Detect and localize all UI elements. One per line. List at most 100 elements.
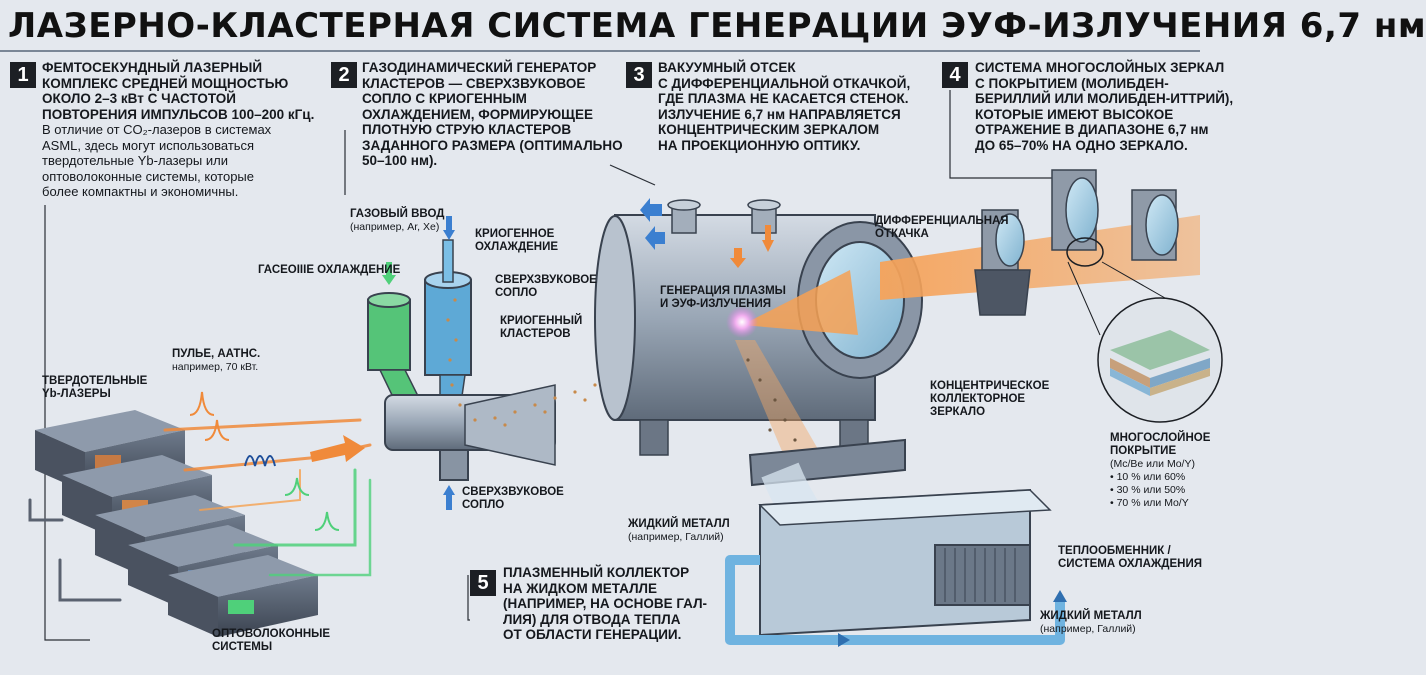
label-line: МНОГОСЛОЙНОЕ: [1110, 432, 1211, 444]
label-solid-lasers: ТВЕРДОТЕЛЬНЫЕ Yb-ЛАЗЕРЫ: [42, 375, 147, 401]
step-2-line: ЗАДАННОГО РАЗМЕРА (ОПТИМАЛЬНО: [362, 137, 623, 153]
step-1-line: ФЕМТОСЕКУНДНЫЙ ЛАЗЕРНЫЙ: [42, 60, 263, 75]
label-line: ЗЕРКАЛО: [930, 406, 986, 418]
step-2-line: 50–100 нм).: [362, 153, 438, 168]
label-line: ОТКАЧКА: [875, 228, 929, 240]
step-1-note: более компактны и экономичны.: [42, 184, 239, 199]
label-gas-cooling: ГАСЕОIIIE ОХЛАЖДЕНИЕ: [258, 264, 400, 277]
step-3-badge: 3: [626, 62, 652, 88]
label-line: СИСТЕМА ОХЛАЖДЕНИЯ: [1058, 558, 1203, 570]
label-line: ГЕНЕРАЦИЯ ПЛАЗМЫ: [660, 285, 786, 297]
label-gas-input: ГАЗОВЫЙ ВВОД (например, Ar, Xe): [350, 208, 444, 234]
step-4-badge: 4: [942, 62, 968, 88]
step-3-line: ИЗЛУЧЕНИЕ 6,7 нм НАПРАВЛЯЕТСЯ: [658, 106, 901, 122]
label-line: (например, Галлий): [1040, 623, 1136, 635]
step-3-line: ГДЕ ПЛАЗМА НЕ КАСАЕТСЯ СТЕНОК.: [658, 91, 909, 106]
label-pulse: ПУЛЬЕ, ААТНС. например, 70 кВт.: [172, 348, 260, 374]
label-line: ПУЛЬЕ, ААТНС.: [172, 348, 261, 360]
step-1-note: ASML, здесь могут использоваться: [42, 137, 255, 153]
label-line: КРИОГЕННЫЙ: [500, 315, 583, 327]
label-line: Yb-ЛАЗЕРЫ: [42, 388, 111, 400]
label-line: КЛАСТЕРОВ: [500, 328, 571, 340]
step-4-line: БЕРИЛЛИЙ ИЛИ МОЛИБДЕН-ИТТРИЙ),: [975, 91, 1234, 106]
step-5-line: ЛИЯ) ДЛЯ ОТВОДА ТЕПЛА: [503, 611, 681, 627]
label-fiber-systems: ОПТОВОЛОКОННЫЕ СИСТЕМЫ: [212, 628, 330, 654]
step-2-line: КЛАСТЕРОВ — СВЕРХЗВУКОВОЕ: [362, 75, 586, 91]
label-line: СОПЛО: [495, 287, 538, 299]
step-4-line: ОТРАЖЕНИЕ В ДИАПАЗОНЕ 6,7 нм: [975, 122, 1209, 137]
label-line: ЖИДКИЙ МЕТАЛЛ: [628, 518, 730, 530]
step-1-line: ПОВТОРЕНИЯ ИМПУЛЬСОВ 100–200 кГц.: [42, 106, 315, 122]
label-line: ОХЛАЖДЕНИЕ: [475, 241, 559, 253]
label-line: СВЕРХЗВУКОВОЕ: [495, 274, 597, 286]
label-supersonic-nozzle-bottom: СВЕРХЗВУКОВОЕ СОПЛО: [462, 486, 564, 512]
step-4-line: С ПОКРЫТИЕМ (МОЛИБДЕН-: [975, 75, 1169, 91]
laser-units: [35, 410, 318, 637]
step-5-line: ОТ ОБЛАСТИ ГЕНЕРАЦИИ.: [503, 627, 682, 642]
step-5-text: ПЛАЗМЕННЫЙ КОЛЛЕКТОР НА ЖИДКОМ МЕТАЛЛЕ (…: [503, 565, 728, 660]
label-line: ПОКРЫТИЕ: [1110, 445, 1177, 457]
step-2-line: СОПЛО С КРИОГЕННЫМ: [362, 91, 527, 106]
leader-lines: [44, 90, 1060, 641]
step-5-badge: 5: [470, 570, 496, 596]
step-4-line: ДО 65–70% НА ОДНО ЗЕРКАЛО.: [975, 137, 1188, 153]
label-line: (например, Ar, Xe): [350, 221, 440, 233]
label-line: (например, Галлий): [628, 531, 724, 543]
label-line: ГАЗОВЫЙ ВВОД: [350, 208, 445, 220]
label-line: например, 70 кВт.: [172, 361, 259, 373]
label-plasma-generation: ГЕНЕРАЦИЯ ПЛАЗМЫ И ЭУФ-ИЗЛУЧЕНИЯ: [660, 285, 786, 311]
label-collector-mirror: КОНЦЕНТРИЧЕСКОЕ КОЛЛЕКТОРНОЕ ЗЕРКАЛО: [930, 380, 1049, 419]
label-differential-pumping: ДИФФЕРЕНЦИАЛЬНАЯ ОТКАЧКА: [875, 215, 1009, 241]
step-5-line: (НАПРИМЕР, НА ОСНОВЕ ГАЛ-: [503, 596, 708, 611]
diagram-scene: [28, 90, 1223, 647]
step-2-line: ОХЛАЖДЕНИЕМ, ФОРМИРУЮЩЕЕ: [362, 106, 593, 122]
step-5-line: ПЛАЗМЕННЫЙ КОЛЛЕКТОР: [503, 565, 690, 580]
label-line: КОЛЛЕКТОРНОЕ: [930, 393, 1026, 405]
step-2-line: ПЛОТНУЮ СТРУЮ КЛАСТЕРОВ: [362, 122, 572, 137]
step-1-line: ОКОЛО 2–3 кВт С ЧАСТОТОЙ: [42, 91, 236, 106]
step-1-note: оптоволоконные системы, которые: [42, 168, 255, 184]
label-line: • 70 % или Mo/Y: [1110, 497, 1189, 509]
step-3-line: ВАКУУМНЫЙ ОТСЕК: [658, 60, 796, 75]
step-1-text: ФЕМТОСЕКУНДНЫЙ ЛАЗЕРНЫЙ КОМПЛЕКС СРЕДНЕЙ…: [42, 60, 317, 220]
step-1-badge: 1: [10, 62, 36, 88]
label-line: ЖИДКИЙ МЕТАЛЛ: [1040, 610, 1142, 622]
label-line: • 10 % или 60%: [1110, 471, 1186, 483]
step-1-note: твердотельные Yb-лазеры или: [42, 153, 228, 168]
step-2-line: ГАЗОДИНАМИЧЕСКИЙ ГЕНЕРАТОР: [362, 60, 597, 75]
page-title: ЛАЗЕРНО-КЛАСТЕРНАЯ СИСТЕМА ГЕНЕРАЦИИ ЭУФ…: [8, 6, 1426, 46]
label-line: СИСТЕМЫ: [212, 641, 273, 653]
label-line: СОПЛО: [462, 499, 505, 511]
label-heat-exchanger: ТЕПЛООБМЕННИК / СИСТЕМА ОХЛАЖДЕНИЯ: [1058, 545, 1202, 571]
cluster-generator: [367, 216, 737, 510]
step-2-badge: 2: [331, 62, 357, 88]
step-4-text: СИСТЕМА МНОГОСЛОЙНЫХ ЗЕРКАЛ С ПОКРЫТИЕМ …: [975, 60, 1234, 165]
label-line: ГАСЕОIIIE ОХЛАЖДЕНИЕ: [258, 264, 401, 276]
pulse-shapes: [189, 391, 340, 531]
label-line: СВЕРХЗВУКОВОЕ: [462, 486, 564, 498]
title-divider: [0, 50, 1200, 52]
vacuum-chamber: [594, 198, 923, 470]
output-optics: [880, 169, 1223, 423]
step-1-note: В отличие от CO₂-лазеров в системах: [42, 122, 272, 137]
label-liquid-metal-left: ЖИДКИЙ МЕТАЛЛ (например, Галлий): [628, 518, 730, 544]
label-line: (Mc/Be или Mo/Y): [1110, 458, 1195, 470]
label-line: КОНЦЕНТРИЧЕСКОЕ: [930, 380, 1050, 392]
input-arrow: [310, 435, 365, 462]
step-1-line: КОМПЛЕКС СРЕДНЕЙ МОЩНОСТЬЮ: [42, 75, 289, 91]
label-cryo-clusters: КРИОГЕННЫЙ КЛАСТЕРОВ: [500, 315, 582, 341]
step-4-line: СИСТЕМА МНОГОСЛОЙНЫХ ЗЕРКАЛ: [975, 60, 1225, 75]
label-cryo-cooling: КРИОГЕННОЕ ОХЛАЖДЕНИЕ: [475, 228, 558, 254]
label-multilayer: МНОГОСЛОЙНОЕ ПОКРЫТИЕ (Mc/Be или Mo/Y) •…: [1110, 432, 1210, 510]
step-4-line: КОТОРЫЕ ИМЕЮТ ВЫСОКОЕ: [975, 106, 1174, 122]
label-line: ТВЕРДОТЕЛЬНЫЕ: [42, 375, 148, 387]
liquid-metal-collector: [725, 438, 1067, 647]
label-line: КРИОГЕННОЕ: [475, 228, 555, 240]
step-2-text: ГАЗОДИНАМИЧЕСКИЙ ГЕНЕРАТОР КЛАСТЕРОВ — С…: [362, 60, 623, 180]
label-supersonic-nozzle-top: СВЕРХЗВУКОВОЕ СОПЛО: [495, 274, 597, 300]
label-line: ДИФФЕРЕНЦИАЛЬНАЯ: [875, 215, 1009, 227]
step-3-line: С ДИФФЕРЕНЦИАЛЬНОЙ ОТКАЧКОЙ,: [658, 75, 911, 91]
step-3-line: КОНЦЕНТРИЧЕСКИМ ЗЕРКАЛОМ: [658, 122, 880, 137]
label-line: • 30 % или 50%: [1110, 484, 1186, 496]
step-3-line: НА ПРОЕКЦИОННУЮ ОПТИКУ.: [658, 137, 861, 153]
